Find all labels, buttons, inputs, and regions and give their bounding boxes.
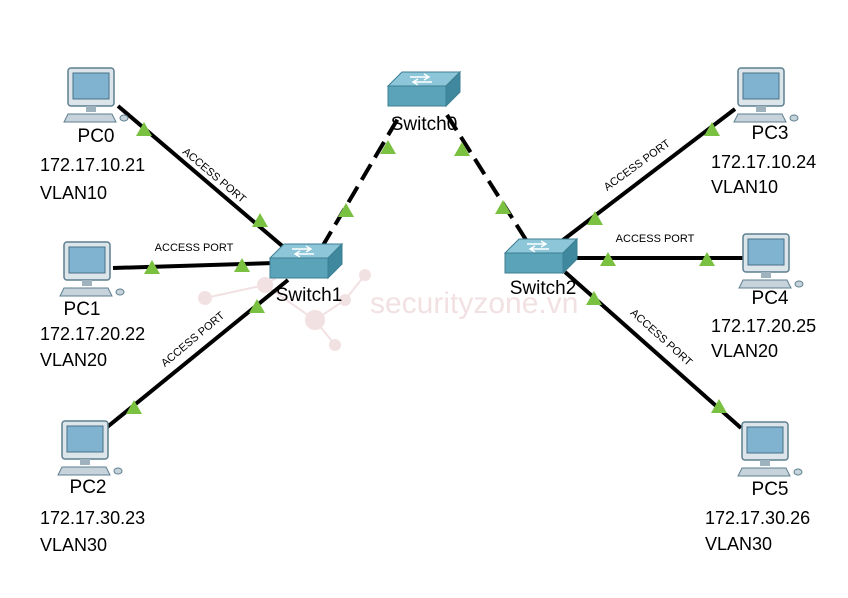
switch-icon: [268, 242, 344, 280]
pc-icon: [57, 420, 123, 476]
watermark-text: securityzone.vn: [370, 287, 578, 320]
pc5-name: PC5: [752, 479, 789, 500]
pc2-ip-address: 172.17.30.23: [40, 508, 145, 528]
link-label-pc0-switch1: ACCESS PORT: [180, 146, 248, 206]
pc5-vlan: VLAN30: [705, 534, 772, 554]
port-up-indicator-switch0-switch2-a: [454, 142, 470, 156]
watermark: securityzone.vn: [198, 261, 578, 351]
pc-icon: [59, 241, 125, 297]
pc1-name: PC1: [64, 299, 101, 320]
switch2-name: Switch2: [510, 278, 577, 299]
pc2-name: PC2: [70, 477, 107, 498]
switch2-device[interactable]: Switch2: [503, 237, 579, 299]
port-up-indicator-pc3-switch2-b: [587, 211, 603, 225]
port-up-indicator-pc2-switch1-b: [249, 299, 265, 313]
link-label-pc1-switch1: ACCESS PORT: [155, 242, 234, 254]
link-pc1-switch1: [112, 261, 276, 270]
pc4-ip-address: 172.17.20.25: [711, 316, 816, 336]
switch1-device[interactable]: Switch1: [268, 242, 344, 306]
link-switch0-switch2: [445, 113, 530, 245]
pc0-vlan: VLAN10: [40, 183, 107, 203]
port-up-indicator-pc1-switch1-a: [144, 260, 160, 274]
pc0-ip-address: 172.17.10.21: [40, 155, 145, 175]
port-up-indicator-pc3-switch2-a: [704, 122, 720, 136]
pc3-ip-address: 172.17.10.24: [711, 152, 816, 172]
port-up-indicator-pc4-switch2-b: [600, 252, 616, 266]
port-up-indicator-switch1-switch0-a: [338, 203, 354, 217]
pc0-name: PC0: [78, 126, 115, 147]
port-up-indicator-pc1-switch1-b: [234, 258, 250, 272]
pc3-vlan: VLAN10: [711, 177, 778, 197]
switch-icon: [386, 70, 462, 108]
pc-icon: [733, 67, 799, 123]
port-up-indicator-pc5-switch2-b: [586, 291, 602, 305]
pc1-vlan: VLAN20: [40, 350, 107, 370]
switch1-name: Switch1: [276, 285, 343, 306]
port-up-indicator-pc2-switch1-a: [126, 400, 142, 414]
pc-icon: [737, 421, 803, 477]
port-up-indicator-pc5-switch2-a: [711, 399, 727, 413]
pc4-name: PC4: [752, 288, 789, 309]
link-label-pc4-switch2: ACCESS PORT: [616, 233, 695, 245]
port-up-indicator-switch1-switch0-b: [380, 140, 396, 154]
port-up-indicator-pc0-switch1-a: [136, 122, 152, 136]
pc4-vlan: VLAN20: [711, 341, 778, 361]
pc3-name: PC3: [752, 123, 789, 144]
pc2-vlan: VLAN30: [40, 535, 107, 555]
link-switch1-switch0: [320, 113, 402, 249]
pc1-ip-address: 172.17.20.22: [40, 324, 145, 344]
switch0-name: Switch0: [391, 114, 458, 135]
pc5-ip-address: 172.17.30.26: [705, 508, 810, 528]
switch0-device[interactable]: Switch0: [386, 70, 462, 135]
switch-icon: [503, 237, 579, 275]
ports-layer: [126, 122, 727, 414]
port-up-indicator-pc4-switch2-a: [699, 252, 715, 266]
port-up-indicator-pc0-switch1-b: [252, 213, 268, 227]
port-up-indicator-switch0-switch2-b: [495, 200, 511, 214]
watermark-network-icon: [198, 261, 371, 351]
pc-icon: [738, 233, 804, 289]
pc-icon: [63, 67, 129, 123]
